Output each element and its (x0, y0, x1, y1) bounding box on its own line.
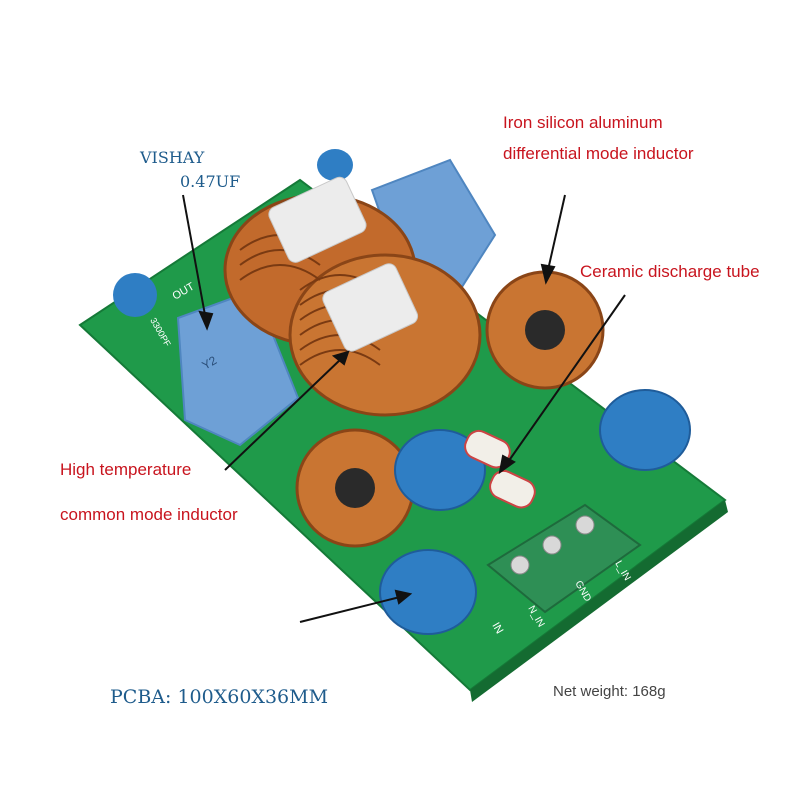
terminal-screw-3 (575, 515, 595, 535)
terminal-block (486, 503, 642, 614)
board-label-in: IN (489, 621, 505, 637)
box-capacitor-left-text: Y2 (200, 353, 220, 373)
terminal-screw-1 (510, 555, 530, 575)
label-pcba-size: PCBA: 100X60X36MM (110, 686, 329, 708)
pcb-edge (470, 500, 728, 702)
y-capacitor-top-left (113, 273, 157, 317)
arrow-capacitor-head (198, 310, 214, 331)
mov-disc-right (599, 389, 691, 471)
label-iron-line2: differential mode inductor (503, 144, 694, 163)
bobbin-front (322, 263, 419, 352)
arrow-ceramic-tube (507, 294, 626, 463)
arrow-iron-inductor-head (540, 263, 556, 285)
arrow-iron-inductor (547, 194, 566, 271)
label-iron-line1: Iron silicon aluminum (503, 113, 663, 132)
arrow-capacitor (182, 194, 206, 316)
label-vishay: VISHAY (140, 148, 205, 167)
terminal-screw-2 (542, 535, 562, 555)
label-high-temp-line2: common mode inductor (60, 505, 238, 524)
differential-inductor-right-hole (525, 310, 565, 350)
mov-disc-center (394, 429, 486, 511)
ceramic-discharge-tube-2 (489, 469, 536, 509)
arrow-mov (299, 596, 401, 623)
mov-disc-bottom (379, 549, 477, 635)
label-net-weight: Net weight: 168g (553, 683, 666, 700)
label-cap-value: 0.47UF (180, 172, 241, 191)
label-ceramic-tube: Ceramic discharge tube (580, 262, 760, 281)
annotation-arrows (182, 194, 626, 623)
arrow-mov-head (394, 589, 413, 605)
label-high-temp-line1: High temperature (60, 460, 192, 479)
arrow-high-temp (224, 357, 343, 471)
y-capacitor-top (317, 149, 353, 181)
arrow-high-temp-head (331, 350, 350, 366)
toroid-bottom-left-hole (335, 468, 375, 508)
arrow-ceramic-tube-head (498, 454, 516, 475)
bobbin-top (268, 176, 367, 263)
